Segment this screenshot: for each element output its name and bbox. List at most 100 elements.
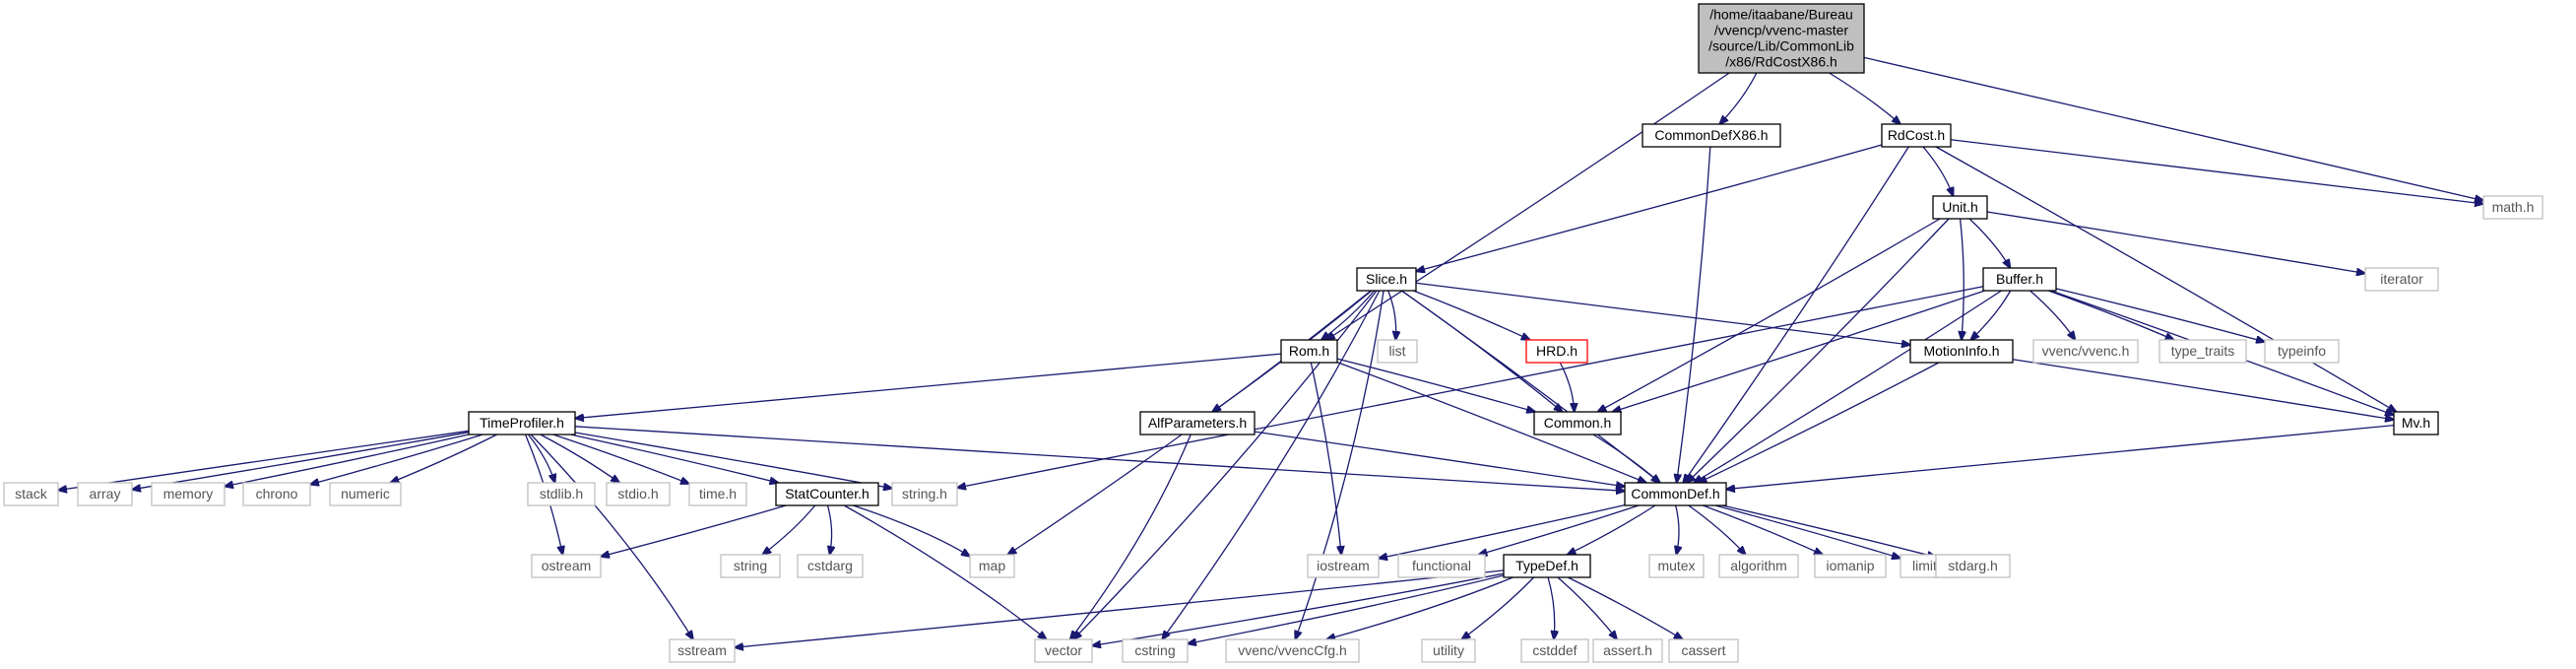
node-hrd[interactable]: HRD.h [1525,339,1588,364]
node-unit-label: Unit.h [1942,199,1978,215]
node-mv-label: Mv.h [2402,415,2430,431]
node-stdio: stdio.h [606,482,671,506]
node-timeprofiler-label: TimeProfiler.h [480,415,564,431]
node-algorithm-box [1718,554,1799,578]
node-commondef[interactable]: CommonDef.h [1624,482,1727,506]
node-ostream: ostream [531,554,602,578]
edge-slice-to-list [1387,290,1396,340]
node-chrono: chrono [242,482,311,506]
node-typeinfo: typeinfo [2264,339,2340,364]
edge-commondef-to-limits [1714,504,1900,559]
node-alfparams[interactable]: AlfParameters.h [1139,411,1256,435]
edge-rom-to-commondef [1336,362,1646,483]
edge-slice-to-vvenccfg [1295,290,1385,639]
node-slice-box [1356,267,1417,292]
node-stack: stack [3,482,59,506]
edge-rom-to-timeprofiler [575,353,1282,418]
node-math-label: math.h [2492,199,2535,215]
node-cstdarg-box [797,554,864,578]
node-vvench-box [2032,339,2139,364]
edge-common-to-commondef [1592,434,1660,483]
nodes-layer: /home/itaabane/Bureau/vvencp/vvenc-maste… [3,3,2544,663]
node-rom[interactable]: Rom.h [1280,339,1338,364]
edge-buffer-to-common [1612,290,1985,412]
node-typeinfo-label: typeinfo [2278,343,2326,359]
edge-commondef-to-stdargh [1721,504,1936,557]
edge-statcounter-to-vector [844,504,1046,639]
node-chrono-label: chrono [256,486,298,502]
node-common-box [1533,411,1622,435]
edge-root-to-rdcost [1829,72,1900,124]
edge-rdcost-to-mv [1935,146,2397,412]
node-statcounter[interactable]: StatCounter.h [775,482,879,506]
edge-buffer-to-vvench [2029,290,2076,340]
edge-timeprofiler-to-stdio [540,434,619,483]
node-commondefx86[interactable]: CommonDefX86.h [1642,123,1781,148]
node-alfparams-label: AlfParameters.h [1148,415,1247,431]
node-buffer[interactable]: Buffer.h [1982,267,2057,292]
node-mv[interactable]: Mv.h [2393,411,2439,435]
edge-rom-to-iostream [1310,362,1341,555]
edge-typedef-to-utility [1461,576,1535,639]
node-functional-box [1397,554,1486,578]
node-hrd-label: HRD.h [1536,343,1578,359]
node-vector-label: vector [1045,642,1082,658]
node-stack-label: stack [15,486,48,502]
edge-alfparams-to-vector [1070,434,1191,639]
edge-slice-to-vector [1073,290,1378,639]
edge-rdcost-to-math [1950,139,2483,204]
node-typetraits-box [2158,339,2247,364]
node-map-box [969,554,1015,578]
node-stdlib: stdlib.h [527,482,596,506]
node-cassert-box [1668,638,1739,663]
node-array-label: array [90,486,121,502]
node-hrd-box [1525,339,1588,364]
node-stdargh: stdarg.h [1935,554,2011,578]
node-commondefx86-label: CommonDefX86.h [1654,127,1768,143]
node-iterator: iterator [2364,267,2439,292]
edge-typedef-to-cstddef [1547,576,1555,639]
node-utility-label: utility [1433,642,1464,658]
node-stdlib-label: stdlib.h [540,486,583,502]
node-memory-label: memory [163,486,214,502]
node-stdio-label: stdio.h [617,486,658,502]
node-time-box [688,482,747,506]
edge-timeprofiler-to-time [552,434,689,484]
node-iomanip-label: iomanip [1826,558,1874,573]
node-motioninfo[interactable]: MotionInfo.h [1909,339,2014,364]
node-cstring-label: cstring [1134,642,1175,658]
node-rdcost[interactable]: RdCost.h [1881,123,1952,148]
edge-typedef-to-vvenccfg [1326,576,1513,639]
edge-buffer-to-commondef [1694,290,2002,483]
node-cstring-box [1122,638,1189,663]
edge-alfparams-to-commondef [1254,431,1625,487]
edge-buffer-to-typeinfo [2055,288,2265,342]
node-stdlib-box [527,482,596,506]
node-asserth-label: assert.h [1603,642,1652,658]
node-vector-box [1034,638,1093,663]
edge-slice-to-cstring [1162,290,1381,639]
edge-buffer-to-stringh [957,286,1984,488]
node-common[interactable]: Common.h [1533,411,1622,435]
edge-rdcost-to-slice [1416,144,1883,271]
node-slice[interactable]: Slice.h [1356,267,1417,292]
node-iterator-box [2364,267,2439,292]
node-typedef[interactable]: TypeDef.h [1503,554,1591,578]
node-root-label: /vvencp/vvenc-master [1714,23,1848,38]
edge-commondef-to-typedef [1568,504,1656,555]
edge-timeprofiler-to-sstream [530,434,693,639]
node-typetraits-label: type_traits [2171,343,2235,359]
node-unit[interactable]: Unit.h [1932,195,1988,220]
edge-timeprofiler-to-array [132,432,470,490]
node-typeinfo-box [2264,339,2340,364]
edge-typedef-to-sstream [735,569,1505,647]
node-timeprofiler[interactable]: TimeProfiler.h [468,411,576,435]
edge-rdcost-to-commondef [1683,146,1909,483]
node-iomanip: iomanip [1814,554,1887,578]
node-rdcost-label: RdCost.h [1888,127,1945,143]
node-typetraits: type_traits [2158,339,2247,364]
node-mv-box [2393,411,2439,435]
node-stringh: string.h [891,482,958,506]
node-vvenccfg: vvenc/vvencCfg.h [1225,638,1360,663]
